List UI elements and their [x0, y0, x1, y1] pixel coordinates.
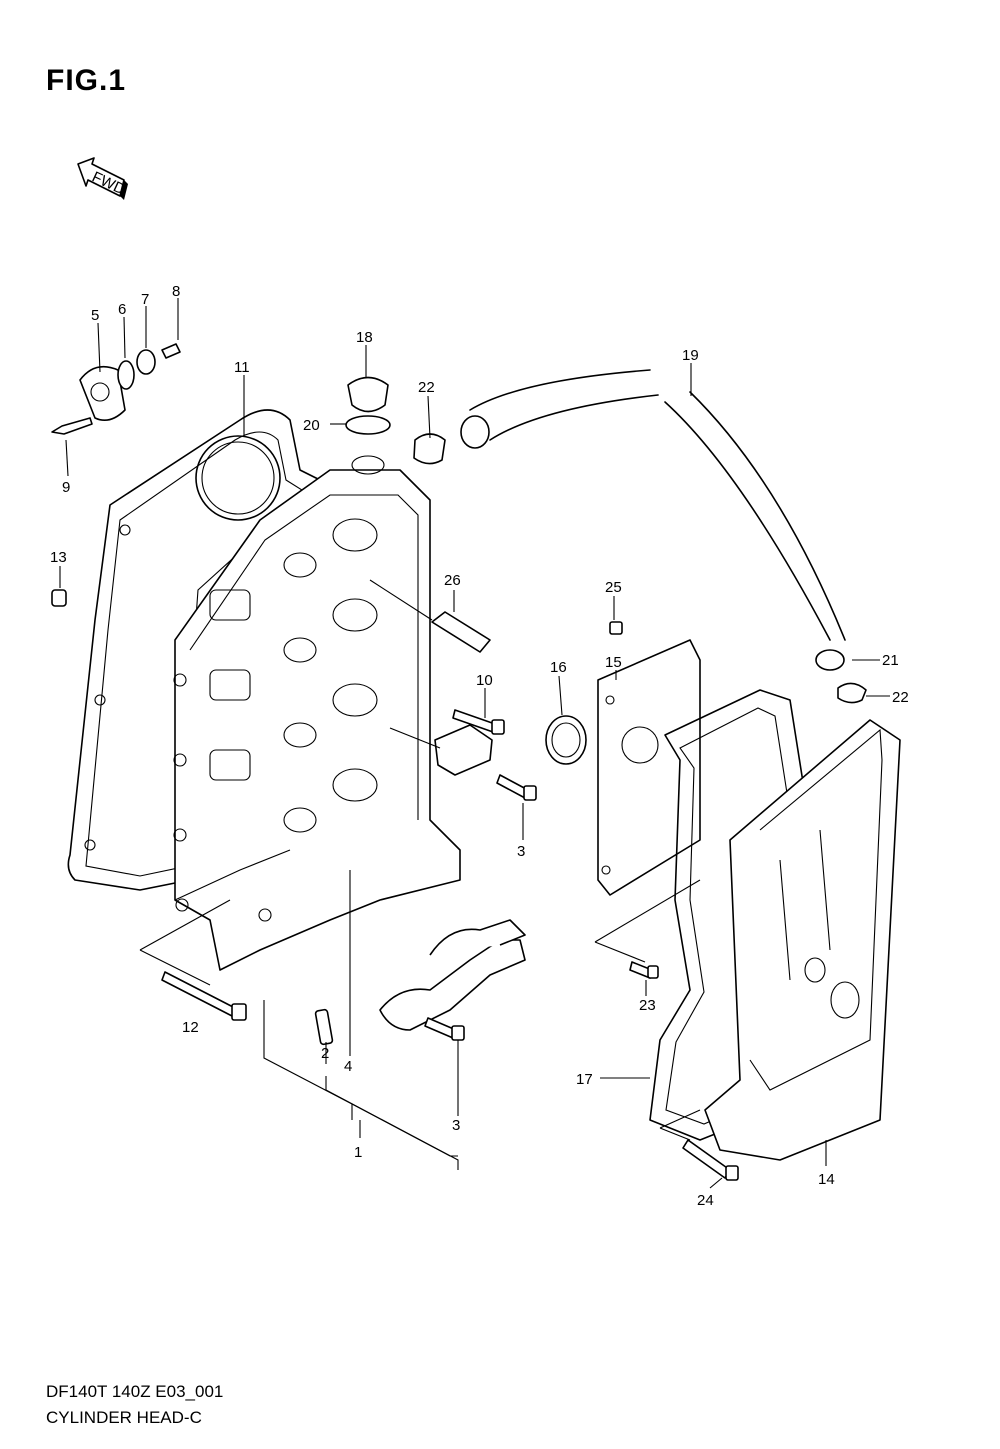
callout-10: 10	[476, 672, 493, 689]
bolt-25	[609, 621, 623, 635]
filler-cap-assembly	[345, 376, 391, 435]
diagram-code: DF140T 140Z E03_001	[46, 1382, 224, 1401]
callout-19: 19	[682, 347, 699, 364]
callout-22-upper: 22	[418, 379, 435, 396]
bolt-10	[452, 709, 505, 735]
callout-15: 15	[605, 654, 622, 671]
callout-16: 16	[550, 659, 567, 676]
fwd-arrow-icon: FWD	[77, 157, 128, 200]
callout-5: 5	[91, 307, 99, 324]
callout-3-upper: 3	[517, 843, 525, 860]
callout-12: 12	[182, 1019, 199, 1036]
spark-plug	[369, 579, 491, 653]
leader-lines	[59, 298, 890, 1189]
oil-seal-16	[545, 715, 587, 765]
callout-labels: 1 2 3 3 4 5 6 7 8 9 10 11 12 13 14 15 16…	[50, 283, 909, 1209]
callout-11: 11	[234, 359, 250, 376]
hose-clamp	[413, 433, 867, 704]
diagram-name: CYLINDER HEAD-C	[46, 1408, 202, 1427]
dowel-pin	[51, 589, 67, 607]
callout-18: 18	[356, 329, 373, 346]
bolt-23	[629, 961, 659, 979]
bolt-12	[161, 971, 247, 1021]
callout-8: 8	[172, 283, 180, 300]
callout-23: 23	[639, 997, 656, 1014]
callout-17: 17	[576, 1071, 593, 1088]
callout-3-lower: 3	[452, 1117, 460, 1134]
callout-6: 6	[118, 301, 126, 318]
callout-22-lower: 22	[892, 689, 909, 706]
callout-20: 20	[303, 417, 320, 434]
callout-9: 9	[62, 479, 70, 496]
callout-7: 7	[141, 291, 149, 308]
callout-14: 14	[818, 1171, 835, 1188]
callout-26: 26	[444, 572, 461, 589]
figure-title: FIG.1	[46, 64, 127, 97]
callout-24: 24	[697, 1192, 714, 1209]
cylinder-head	[173, 455, 461, 971]
callout-1: 1	[354, 1144, 362, 1161]
camshaft-cap	[379, 724, 526, 1031]
bolt-3-upper	[496, 774, 537, 801]
seal-housing-assembly	[51, 343, 181, 435]
bolt-3-lower	[424, 1017, 465, 1041]
callout-2: 2	[321, 1045, 329, 1062]
bolt-24	[682, 1139, 739, 1181]
dowel-2	[314, 1008, 334, 1046]
breather-hose	[460, 369, 846, 671]
callout-4: 4	[344, 1058, 352, 1075]
head-cover-gasket	[649, 689, 851, 1141]
callout-25: 25	[605, 579, 622, 596]
callout-13: 13	[50, 549, 67, 566]
callout-21: 21	[882, 652, 899, 669]
breather-plate	[597, 639, 701, 896]
cylinder-head-cover	[704, 719, 901, 1161]
